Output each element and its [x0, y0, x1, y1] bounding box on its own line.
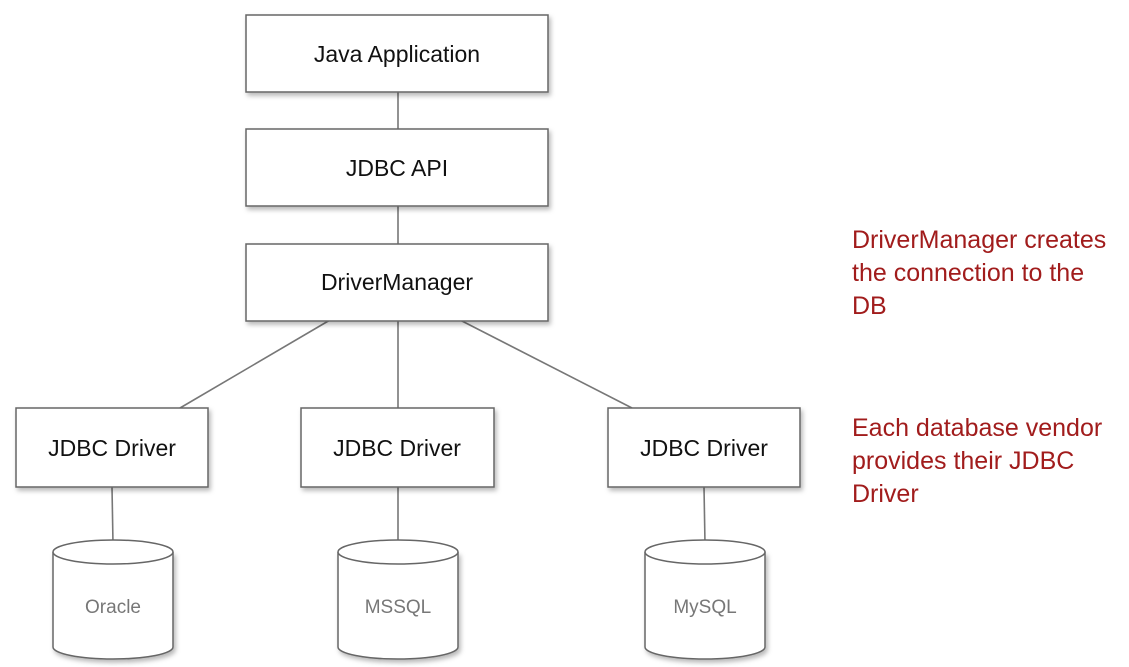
jdbc-driver-box-mysql: JDBC Driver — [607, 407, 801, 488]
jdbc-driver-label: JDBC Driver — [640, 435, 768, 461]
jdbc-api-box: JDBC API — [245, 128, 549, 207]
connector-driver-oracle-db — [111, 486, 114, 545]
note-vendors-line: Each database vendor — [852, 414, 1103, 442]
database-label-mysql: MySQL — [673, 597, 736, 618]
note-vendors-line: Driver — [852, 480, 919, 508]
connector-driver-mysql-db — [703, 486, 706, 545]
note-vendors: Each database vendor provides their JDBC… — [852, 412, 1129, 511]
connector-manager-driver-oracle — [179, 319, 331, 409]
note-driver-manager-line: DriverManager creates — [852, 226, 1107, 254]
java-application-box: Java Application — [245, 14, 549, 93]
note-driver-manager: DriverManager creates the connection to … — [852, 224, 1129, 323]
note-driver-manager-line: DB — [852, 292, 887, 320]
jdbc-driver-label: JDBC Driver — [333, 435, 461, 461]
database-label-oracle: Oracle — [85, 597, 141, 618]
note-driver-manager-line: the connection to the — [852, 259, 1085, 287]
jdbc-api-label: JDBC API — [346, 155, 448, 181]
jdbc-driver-box-mssql: JDBC Driver — [300, 407, 495, 488]
database-cylinder-mssql: MSSQL — [337, 539, 459, 660]
driver-manager-box: DriverManager — [245, 243, 549, 322]
database-cylinder-oracle: Oracle — [52, 539, 174, 660]
driver-manager-label: DriverManager — [321, 269, 473, 295]
database-cylinder-mysql: MySQL — [644, 539, 766, 660]
connectors — [111, 92, 706, 545]
jdbc-driver-box-oracle: JDBC Driver — [15, 407, 209, 488]
java-application-label: Java Application — [314, 41, 480, 67]
jdbc-driver-label: JDBC Driver — [48, 435, 176, 461]
note-vendors-line: provides their JDBC — [852, 447, 1075, 475]
database-label-mssql: MSSQL — [365, 597, 432, 618]
connector-manager-driver-mysql — [459, 319, 633, 409]
